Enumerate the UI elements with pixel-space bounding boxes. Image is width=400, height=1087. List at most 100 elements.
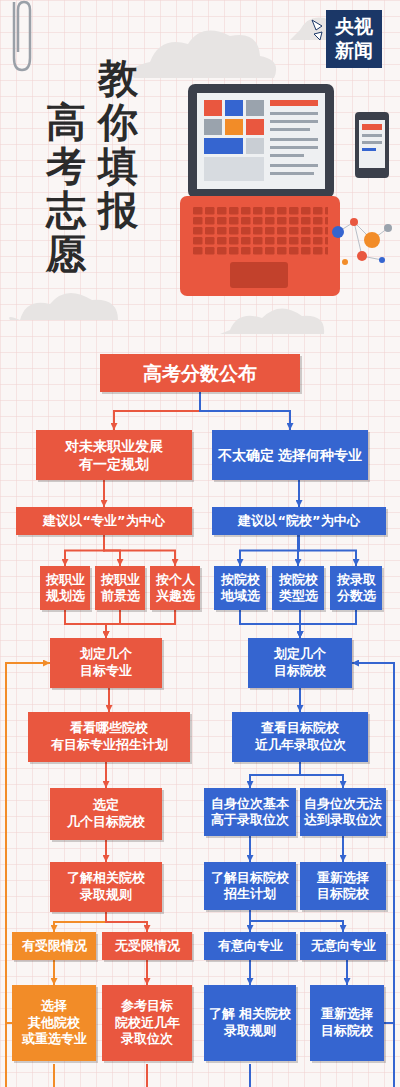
- box-text: 查看目标院校 近几年录取位次: [236, 720, 364, 754]
- flow-box: 建议以“专业”为中心: [16, 507, 192, 535]
- box-text: 有意向专业: [218, 938, 283, 955]
- rect-shape: [359, 120, 385, 168]
- flow-connector: [300, 762, 343, 788]
- flow-box: 不太确定 选择何种专业: [212, 430, 368, 480]
- path-shape: [131, 31, 276, 78]
- rect-shape: [204, 119, 222, 135]
- flow-connector: [108, 688, 110, 712]
- flow-connector: [249, 836, 251, 862]
- box-text: 按录取 分数选: [332, 572, 380, 605]
- flow-box: 看看哪些院校 有目标专业招生计划: [28, 712, 190, 762]
- flow-connector: [106, 912, 147, 932]
- flow-box: 参考目标 院校近几年 录取位次: [102, 985, 192, 1061]
- rect-shape: [204, 157, 264, 181]
- logo-text: 央视 新闻: [326, 10, 382, 68]
- rect-shape: [362, 124, 382, 130]
- flow-connector: [299, 688, 301, 712]
- flow-box: 划定几个 目标院校: [248, 638, 352, 688]
- box-text: 自身位次基本 高于录取位次: [208, 796, 292, 829]
- flow-box: 按录取 分数选: [330, 566, 382, 610]
- box-text: 不太确定 选择何种专业: [218, 446, 363, 464]
- flow-box: 选定 几个目标院校: [50, 788, 162, 840]
- path-shape: [220, 308, 324, 334]
- path-shape: [9, 293, 118, 320]
- flow-connector: [250, 762, 300, 788]
- flow-box: 按个人 兴趣选: [150, 566, 200, 610]
- flow-box: 建议以“院校”为中心: [212, 507, 386, 535]
- box-text: 按个人 兴趣选: [152, 572, 198, 605]
- path-shape: [5, 1022, 7, 1087]
- laptop-illustration: [180, 84, 340, 296]
- flow-connector: [54, 912, 106, 932]
- path-shape: [53, 1064, 55, 1087]
- rect-shape: [204, 138, 243, 154]
- rect-shape: [246, 100, 264, 116]
- logo-mark: [312, 20, 322, 40]
- box-text: 看看哪些院校 有目标专业招生计划: [32, 720, 186, 754]
- flow-box: 选择 其他院校 或重选专业: [12, 985, 96, 1061]
- flow-box: 按职业 规划选: [40, 566, 90, 610]
- flow-connector: [114, 392, 200, 430]
- flow-connector: [298, 480, 300, 507]
- box-text: 自身位次无法 达到录取位次: [304, 796, 382, 829]
- flow-connector: [200, 392, 290, 430]
- rect-shape: [225, 100, 243, 116]
- box-text: 选择 其他院校 或重选专业: [16, 998, 92, 1049]
- flow-connector: [300, 610, 356, 638]
- rect-shape: [270, 120, 318, 123]
- flow-box: 查看目标院校 近几年录取位次: [232, 712, 368, 762]
- flow-connector: [105, 762, 107, 788]
- rect-shape: [362, 134, 382, 137]
- rect-shape: [270, 112, 318, 115]
- box-text: 了解 相关院校 录取规则: [208, 1006, 292, 1040]
- flow-connector: [240, 610, 300, 638]
- rect-shape: [362, 141, 382, 144]
- rect-shape: [246, 119, 264, 135]
- cloud: [9, 18, 354, 334]
- flow-box: 自身位次基本 高于录取位次: [204, 788, 296, 836]
- rect-shape: [362, 148, 376, 151]
- box-text: 对未来职业发展 有一定规划: [40, 437, 188, 473]
- flow-box: 无意向专业: [300, 932, 386, 960]
- box-text: 建议以“专业”为中心: [43, 513, 164, 530]
- flow-connector: [65, 535, 104, 566]
- rect-shape: [270, 172, 314, 175]
- path-shape: [338, 222, 388, 260]
- rect-shape: [197, 93, 325, 189]
- box-text: 有受限情况: [22, 938, 87, 955]
- box-text: 重新选择 目标院校: [314, 1006, 380, 1040]
- rect-shape: [180, 196, 340, 296]
- circle-shape: [357, 251, 367, 261]
- rect-shape: [355, 112, 389, 178]
- paperclip: [14, 2, 30, 70]
- flow-box: 了解目标院校 招生计划: [204, 862, 296, 910]
- flow-connector: [105, 840, 107, 862]
- flow-box: 有意向专业: [204, 932, 296, 960]
- flow-box: 按职业 前景选: [95, 566, 145, 610]
- rect-shape: [270, 128, 310, 131]
- circle-shape: [379, 257, 385, 263]
- flow-box: 划定几个 目标专业: [50, 638, 162, 688]
- flow-box: 了解相关院校 录取规则: [50, 862, 162, 912]
- box-text: 建议以“院校”为中心: [238, 513, 359, 530]
- chart-illustration: [332, 218, 392, 265]
- flow-connector: [65, 610, 106, 638]
- box-text: 了解相关院校 录取规则: [54, 870, 158, 904]
- path-shape: [393, 1022, 395, 1087]
- circle-shape: [332, 226, 344, 238]
- flow-box: 自身位次无法 达到录取位次: [300, 788, 386, 836]
- box-text: 划定几个 目标专业: [54, 646, 158, 680]
- phone-illustration: [355, 112, 389, 178]
- flow-connector: [104, 535, 175, 566]
- path-shape: [146, 1064, 148, 1087]
- box-text: 重新选择 目标院校: [304, 870, 382, 903]
- rect-shape: [270, 164, 318, 167]
- box-text: 选定 几个目标院校: [54, 797, 158, 831]
- flow-connector: [106, 610, 175, 638]
- rect-shape: [230, 262, 288, 288]
- rect-shape: [188, 84, 334, 198]
- flow-box: 按院校 地域选: [214, 566, 266, 610]
- flow-connector: [249, 960, 251, 985]
